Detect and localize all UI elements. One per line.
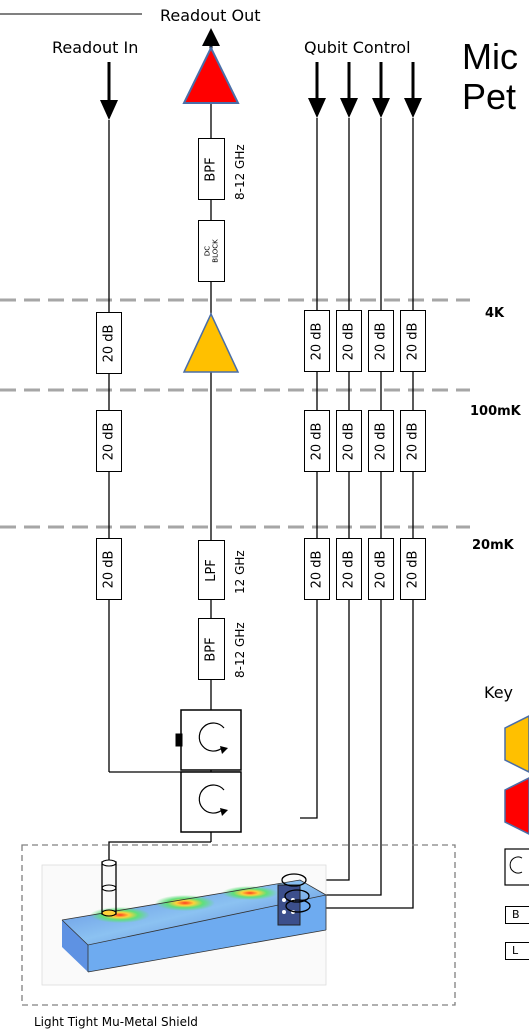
key-bpf-entry: B: [505, 906, 529, 924]
circulator-top: [175, 709, 242, 771]
key-circulator-icon: [504, 848, 529, 886]
key-icons: [504, 715, 529, 886]
attenuator-q3-20mk: 20 dB: [368, 538, 394, 600]
attenuator-readout-in-100mk: 20 dB: [96, 410, 122, 472]
qubit-control-lines: [300, 62, 422, 909]
dc-block: DC BLOCK: [198, 220, 225, 282]
title-line-2: Pet: [462, 76, 517, 117]
qubit-control-label: Qubit Control: [304, 38, 411, 57]
stage-label-100mk: 100mK: [470, 404, 521, 419]
key-red-amp-icon: [504, 777, 529, 835]
circulator-bottom: [180, 771, 242, 833]
attenuator-q1-4k: 20 dB: [304, 310, 330, 372]
attenuator-q3-100mk: 20 dB: [368, 410, 394, 472]
attenuator-q2-4k: 20 dB: [336, 310, 362, 372]
readout-out-label: Readout Out: [160, 6, 261, 25]
attenuator-q4-4k: 20 dB: [400, 310, 426, 372]
attenuator-readout-in-20mk: 20 dB: [96, 538, 122, 600]
attenuator-q1-100mk: 20 dB: [304, 410, 330, 472]
attenuator-q4-20mk: 20 dB: [400, 538, 426, 600]
key-lpf-entry: L: [505, 942, 529, 960]
bpf-band-bottom: 8-12 GHz: [233, 622, 247, 678]
device-feed: [108, 841, 211, 862]
bpf-filter-bottom: BPF: [198, 618, 225, 680]
attenuator-q1-20mk: 20 dB: [304, 538, 330, 600]
hemt-amplifier: [182, 45, 240, 104]
amplifier-4k: [182, 312, 240, 373]
stage-dividers: [0, 298, 470, 529]
bpf-band-top: 8-12 GHz: [233, 144, 247, 200]
lpf-cutoff: 12 GHz: [233, 550, 247, 594]
attenuator-q4-100mk: 20 dB: [400, 410, 426, 472]
mu-metal-shield: [21, 844, 456, 1006]
attenuator-q2-20mk: 20 dB: [336, 538, 362, 600]
device-render: [41, 859, 328, 986]
stage-label-20mk: 20mK: [472, 538, 514, 553]
key-yellow-amp-icon: [504, 715, 529, 773]
key-title: Key: [484, 683, 514, 702]
lpf-filter: LPF: [198, 540, 225, 600]
readout-in-label: Readout In: [52, 38, 139, 57]
attenuator-q2-100mk: 20 dB: [336, 410, 362, 472]
attenuator-q3-4k: 20 dB: [368, 310, 394, 372]
stage-label-4k: 4K: [485, 306, 505, 321]
title-line-1: Mic: [462, 36, 518, 77]
attenuator-readout-in-4k: 20 dB: [96, 312, 122, 374]
bpf-filter-top: BPF: [198, 138, 225, 200]
shield-label: Light Tight Mu-Metal Shield: [34, 1015, 198, 1029]
